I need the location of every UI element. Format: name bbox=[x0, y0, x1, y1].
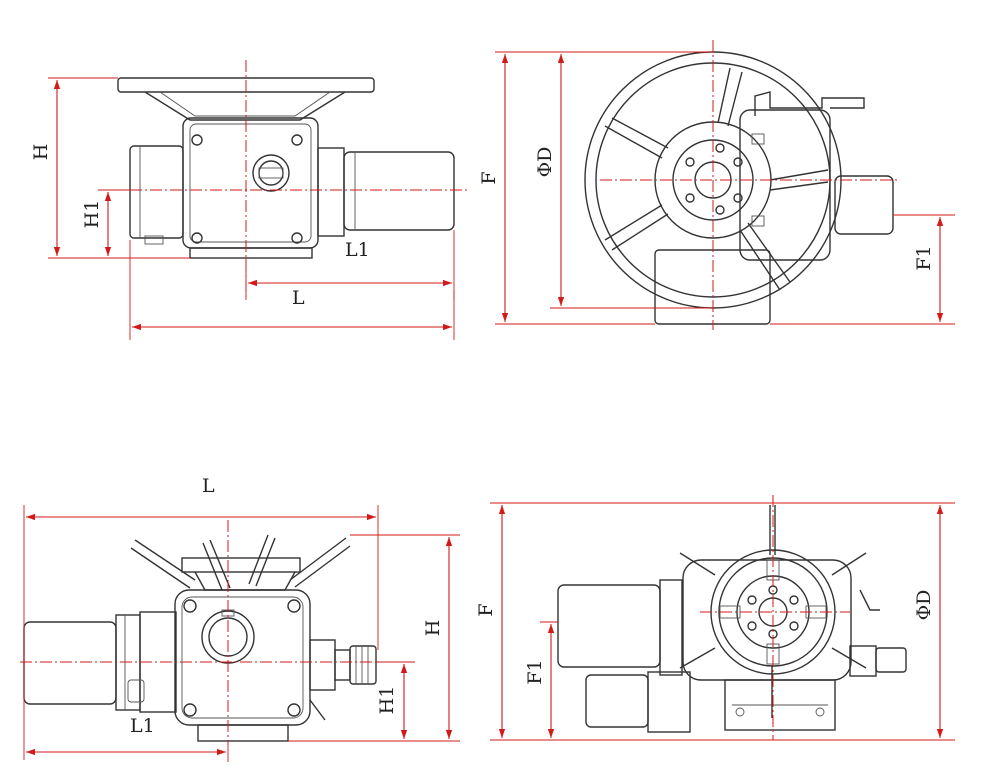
view-bottom-right: F ΦD F1 bbox=[475, 495, 955, 741]
view-top-right: F ΦD F1 bbox=[478, 40, 955, 330]
view-bottom-left: L H H1 L1 bbox=[20, 475, 460, 762]
handwheel-multi-turn-outline bbox=[557, 495, 907, 740]
label-h: H bbox=[30, 144, 52, 161]
label-l: L bbox=[202, 475, 215, 497]
label-l: L bbox=[292, 287, 305, 309]
label-h: H bbox=[422, 620, 444, 637]
actuator-side-outline bbox=[110, 60, 470, 300]
label-diameter: ΦD bbox=[534, 147, 556, 178]
dimension-lines bbox=[490, 502, 955, 741]
dimension-lines bbox=[48, 77, 455, 340]
label-f: F bbox=[478, 171, 500, 184]
label-l1: L1 bbox=[130, 715, 155, 737]
label-l1: L1 bbox=[345, 239, 370, 261]
label-h1: H1 bbox=[81, 200, 103, 229]
label-f1: F1 bbox=[524, 659, 546, 684]
dimension-lines bbox=[495, 51, 955, 325]
label-f: F bbox=[475, 603, 497, 616]
view-top-left: H H1 L1 L bbox=[30, 60, 470, 340]
actuator-multi-turn-outline bbox=[20, 520, 400, 745]
handwheel-front-outline bbox=[584, 40, 900, 330]
dimension-lines bbox=[23, 505, 460, 762]
label-diameter: ΦD bbox=[913, 590, 935, 621]
label-h1: H1 bbox=[376, 686, 398, 715]
label-f1: F1 bbox=[913, 245, 935, 270]
